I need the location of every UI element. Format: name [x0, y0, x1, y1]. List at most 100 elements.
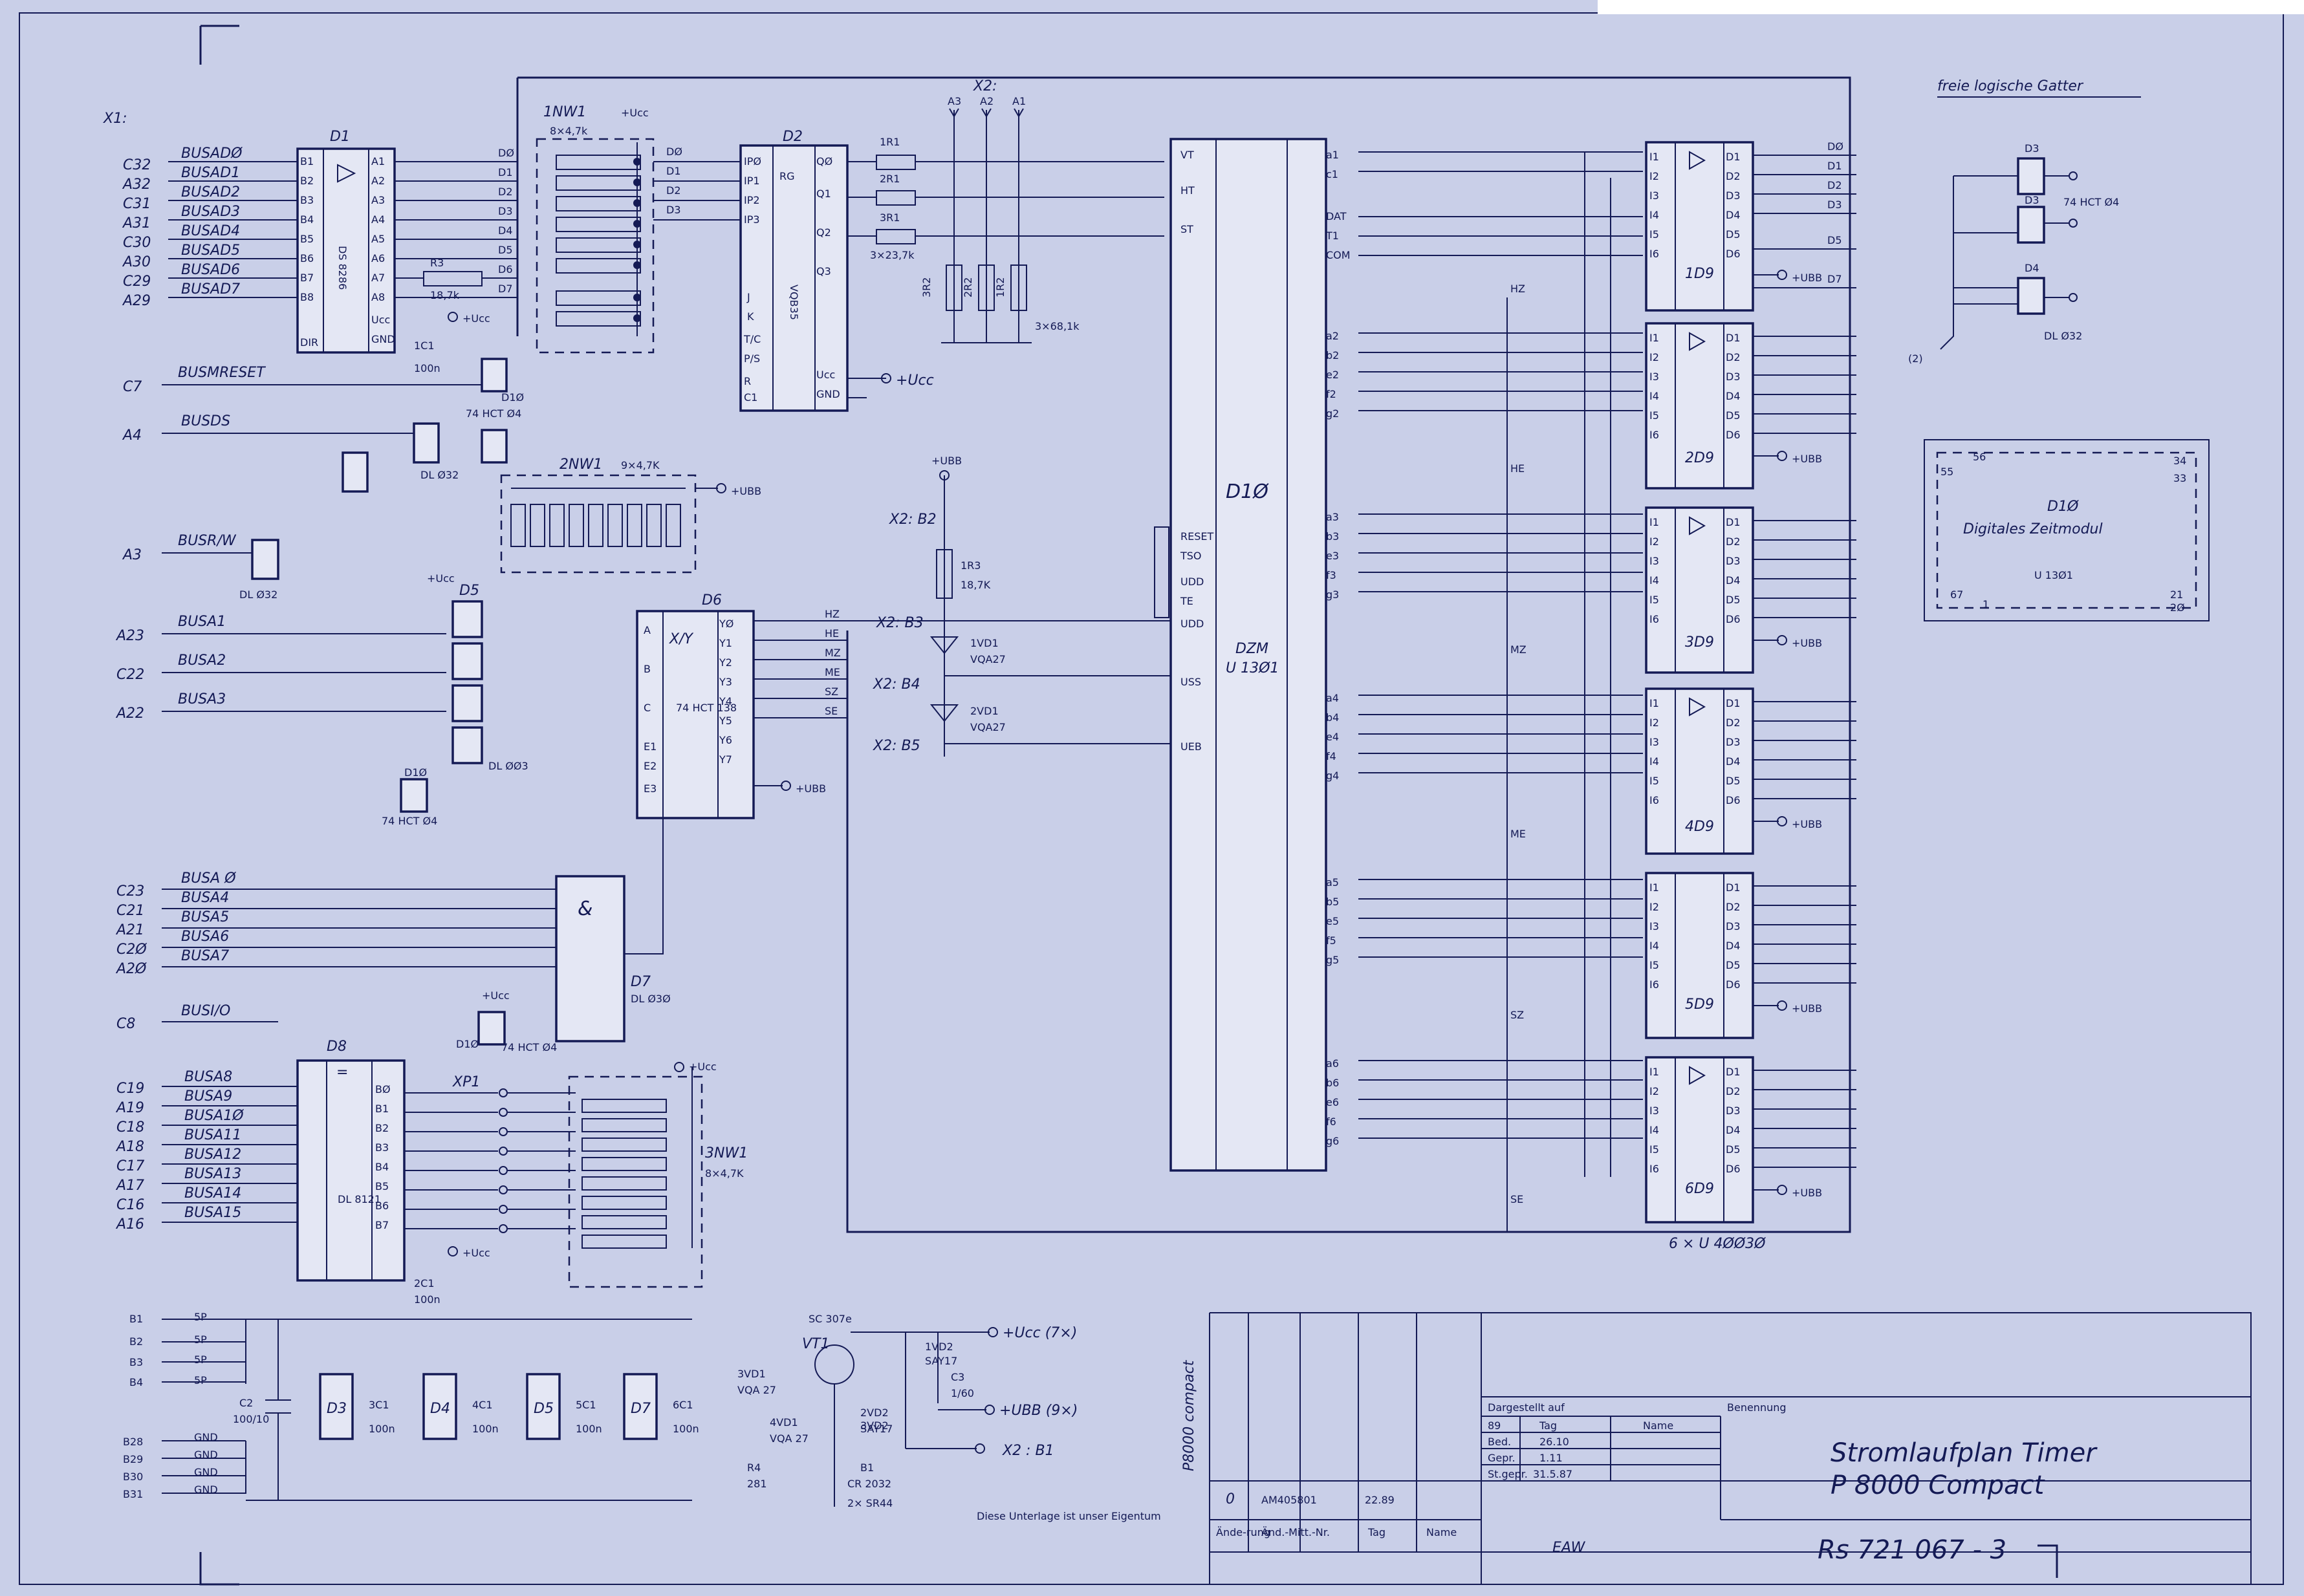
svg-text:DL Ø32: DL Ø32: [239, 588, 277, 601]
svg-text:C32: C32: [123, 157, 151, 173]
svg-text:D5: D5: [1726, 228, 1741, 241]
svg-text:BUSA11: BUSA11: [184, 1127, 241, 1143]
resistors-r2: 3R2 2R2 1R2 3×68,1k: [920, 264, 1080, 343]
svg-text:SZ: SZ: [1510, 1009, 1524, 1021]
svg-text:BUSAD4: BUSAD4: [181, 223, 240, 239]
svg-text:3D9: 3D9: [1685, 634, 1714, 651]
svg-text:D3: D3: [2025, 142, 2039, 155]
svg-text:C31: C31: [123, 196, 151, 212]
svg-text:BUSA2: BUSA2: [178, 652, 226, 669]
svg-text:K: K: [747, 310, 754, 323]
svg-text:D2: D2: [783, 129, 803, 145]
svg-text:55: 55: [1940, 466, 1953, 478]
svg-text:D3: D3: [2025, 194, 2039, 206]
svg-text:B8: B8: [300, 291, 314, 303]
svg-text:D3: D3: [327, 1401, 347, 1417]
svg-text:89: 89: [1488, 1419, 1501, 1432]
svg-text:X2: B3: X2: B3: [876, 615, 924, 631]
svg-text:5P: 5P: [194, 1333, 207, 1346]
svg-text:T1: T1: [1325, 230, 1339, 242]
svg-text:+UBB: +UBB: [1792, 453, 1822, 465]
svg-text:A29: A29: [122, 293, 151, 309]
svg-text:A7: A7: [371, 272, 385, 284]
svg-text:D8: D8: [327, 1039, 347, 1055]
svg-text:Y3: Y3: [719, 676, 732, 688]
svg-text:e5: e5: [1326, 915, 1339, 927]
svg-text:DZM: DZM: [1235, 641, 1268, 657]
svg-text:P/S: P/S: [744, 352, 760, 365]
resistor-network-2nw1: 2NW1 9×4,7K +UBB: [500, 457, 761, 574]
d2-power-lines: [847, 378, 886, 398]
svg-text:D1: D1: [1726, 516, 1741, 528]
svg-text:D2: D2: [666, 184, 681, 197]
svg-text:100n: 100n: [414, 1293, 440, 1306]
svg-text:I6: I6: [1649, 978, 1659, 991]
svg-text:BØ: BØ: [375, 1083, 391, 1095]
xp1-jumpers: XP1: [404, 1074, 576, 1233]
svg-text:1C1: 1C1: [414, 340, 435, 352]
decoupling-caps-top: 1C1 100n 2C1 100n +Ucc +Ucc: [414, 312, 490, 1306]
svg-text:100n: 100n: [472, 1423, 499, 1435]
svg-text:D6: D6: [1726, 794, 1741, 806]
svg-text:VQA27: VQA27: [970, 653, 1006, 665]
svg-text:A6: A6: [371, 252, 385, 264]
svg-text:HE: HE: [825, 627, 839, 640]
svg-text:BUSA Ø: BUSA Ø: [181, 870, 236, 887]
svg-text:BUSA5: BUSA5: [181, 909, 229, 925]
svg-text:D3: D3: [498, 205, 513, 217]
svg-text:I3: I3: [1649, 555, 1659, 567]
svg-text:2Ø: 2Ø: [2170, 601, 2185, 614]
svg-text:D2: D2: [1726, 351, 1741, 363]
svg-text:D1: D1: [1726, 1066, 1741, 1078]
svg-text:26.10: 26.10: [1539, 1436, 1569, 1448]
svg-text:HT: HT: [1180, 184, 1195, 197]
svg-text:GND: GND: [194, 1449, 218, 1461]
svg-text:SE: SE: [825, 705, 838, 717]
svg-text:I1: I1: [1649, 332, 1659, 344]
svg-text:A18: A18: [115, 1139, 144, 1155]
svg-text:D3: D3: [1726, 189, 1741, 202]
svg-text:100/10: 100/10: [233, 1413, 269, 1425]
svg-text:BUSA12: BUSA12: [184, 1147, 241, 1163]
svg-text:D4: D4: [1726, 1124, 1741, 1136]
svg-text:I1: I1: [1649, 516, 1659, 528]
svg-text:D5: D5: [459, 583, 479, 599]
svg-text:DL Ø32: DL Ø32: [2044, 330, 2082, 342]
svg-text:D2: D2: [1726, 535, 1741, 548]
d10-right-pins: a1 c1 DAT T1 COM a2 b2 e2 f2 g2 a3 b3 e3…: [1325, 149, 1351, 1147]
chip-d6: D6 X/Y 74 HCT 138 A B C E1 E2 E3 YØ Y1 Y…: [636, 592, 847, 819]
svg-text:I2: I2: [1649, 901, 1659, 913]
svg-text:100n: 100n: [369, 1423, 395, 1435]
corner-mark-br: [2038, 1544, 2058, 1578]
resistor-network-1nw1: 1NW1 8×4,7k +Ucc: [536, 104, 655, 354]
svg-text:B2: B2: [129, 1335, 143, 1348]
svg-text:5P: 5P: [194, 1311, 207, 1323]
svg-text:SAY17: SAY17: [860, 1423, 893, 1435]
svg-text:5D9: 5D9: [1685, 997, 1714, 1013]
svg-text:A1: A1: [371, 155, 385, 167]
svg-text:+Ucc (7×): +Ucc (7×): [1003, 1325, 1077, 1341]
svg-text:A4: A4: [122, 427, 142, 444]
svg-text:C8: C8: [116, 1016, 135, 1032]
svg-text:RESET: RESET: [1180, 530, 1213, 543]
svg-text:COM: COM: [1326, 249, 1351, 261]
svg-text:1/60: 1/60: [951, 1387, 974, 1399]
svg-text:&: &: [578, 898, 592, 920]
svg-text:A16: A16: [115, 1216, 144, 1233]
svg-text:D4: D4: [2025, 262, 2039, 274]
svg-text:D1: D1: [330, 129, 350, 145]
svg-text:3×23,7k: 3×23,7k: [870, 249, 915, 261]
svg-text:D1Ø: D1Ø: [1226, 480, 1269, 503]
svg-text:SE: SE: [1510, 1193, 1523, 1205]
svg-text:(2): (2): [1908, 352, 1923, 365]
svg-text:X2: B5: X2: B5: [873, 738, 920, 754]
svg-text:I1: I1: [1649, 881, 1659, 894]
svg-text:1R3: 1R3: [961, 559, 981, 572]
svg-text:D7: D7: [1827, 273, 1842, 285]
display-output-bus: DØ D1 D2 D3 D5 D7: [1753, 140, 1856, 1168]
svg-text:X2:: X2:: [973, 78, 997, 94]
svg-text:USS: USS: [1180, 676, 1201, 688]
svg-text:74 HCT Ø4: 74 HCT Ø4: [2063, 196, 2119, 208]
